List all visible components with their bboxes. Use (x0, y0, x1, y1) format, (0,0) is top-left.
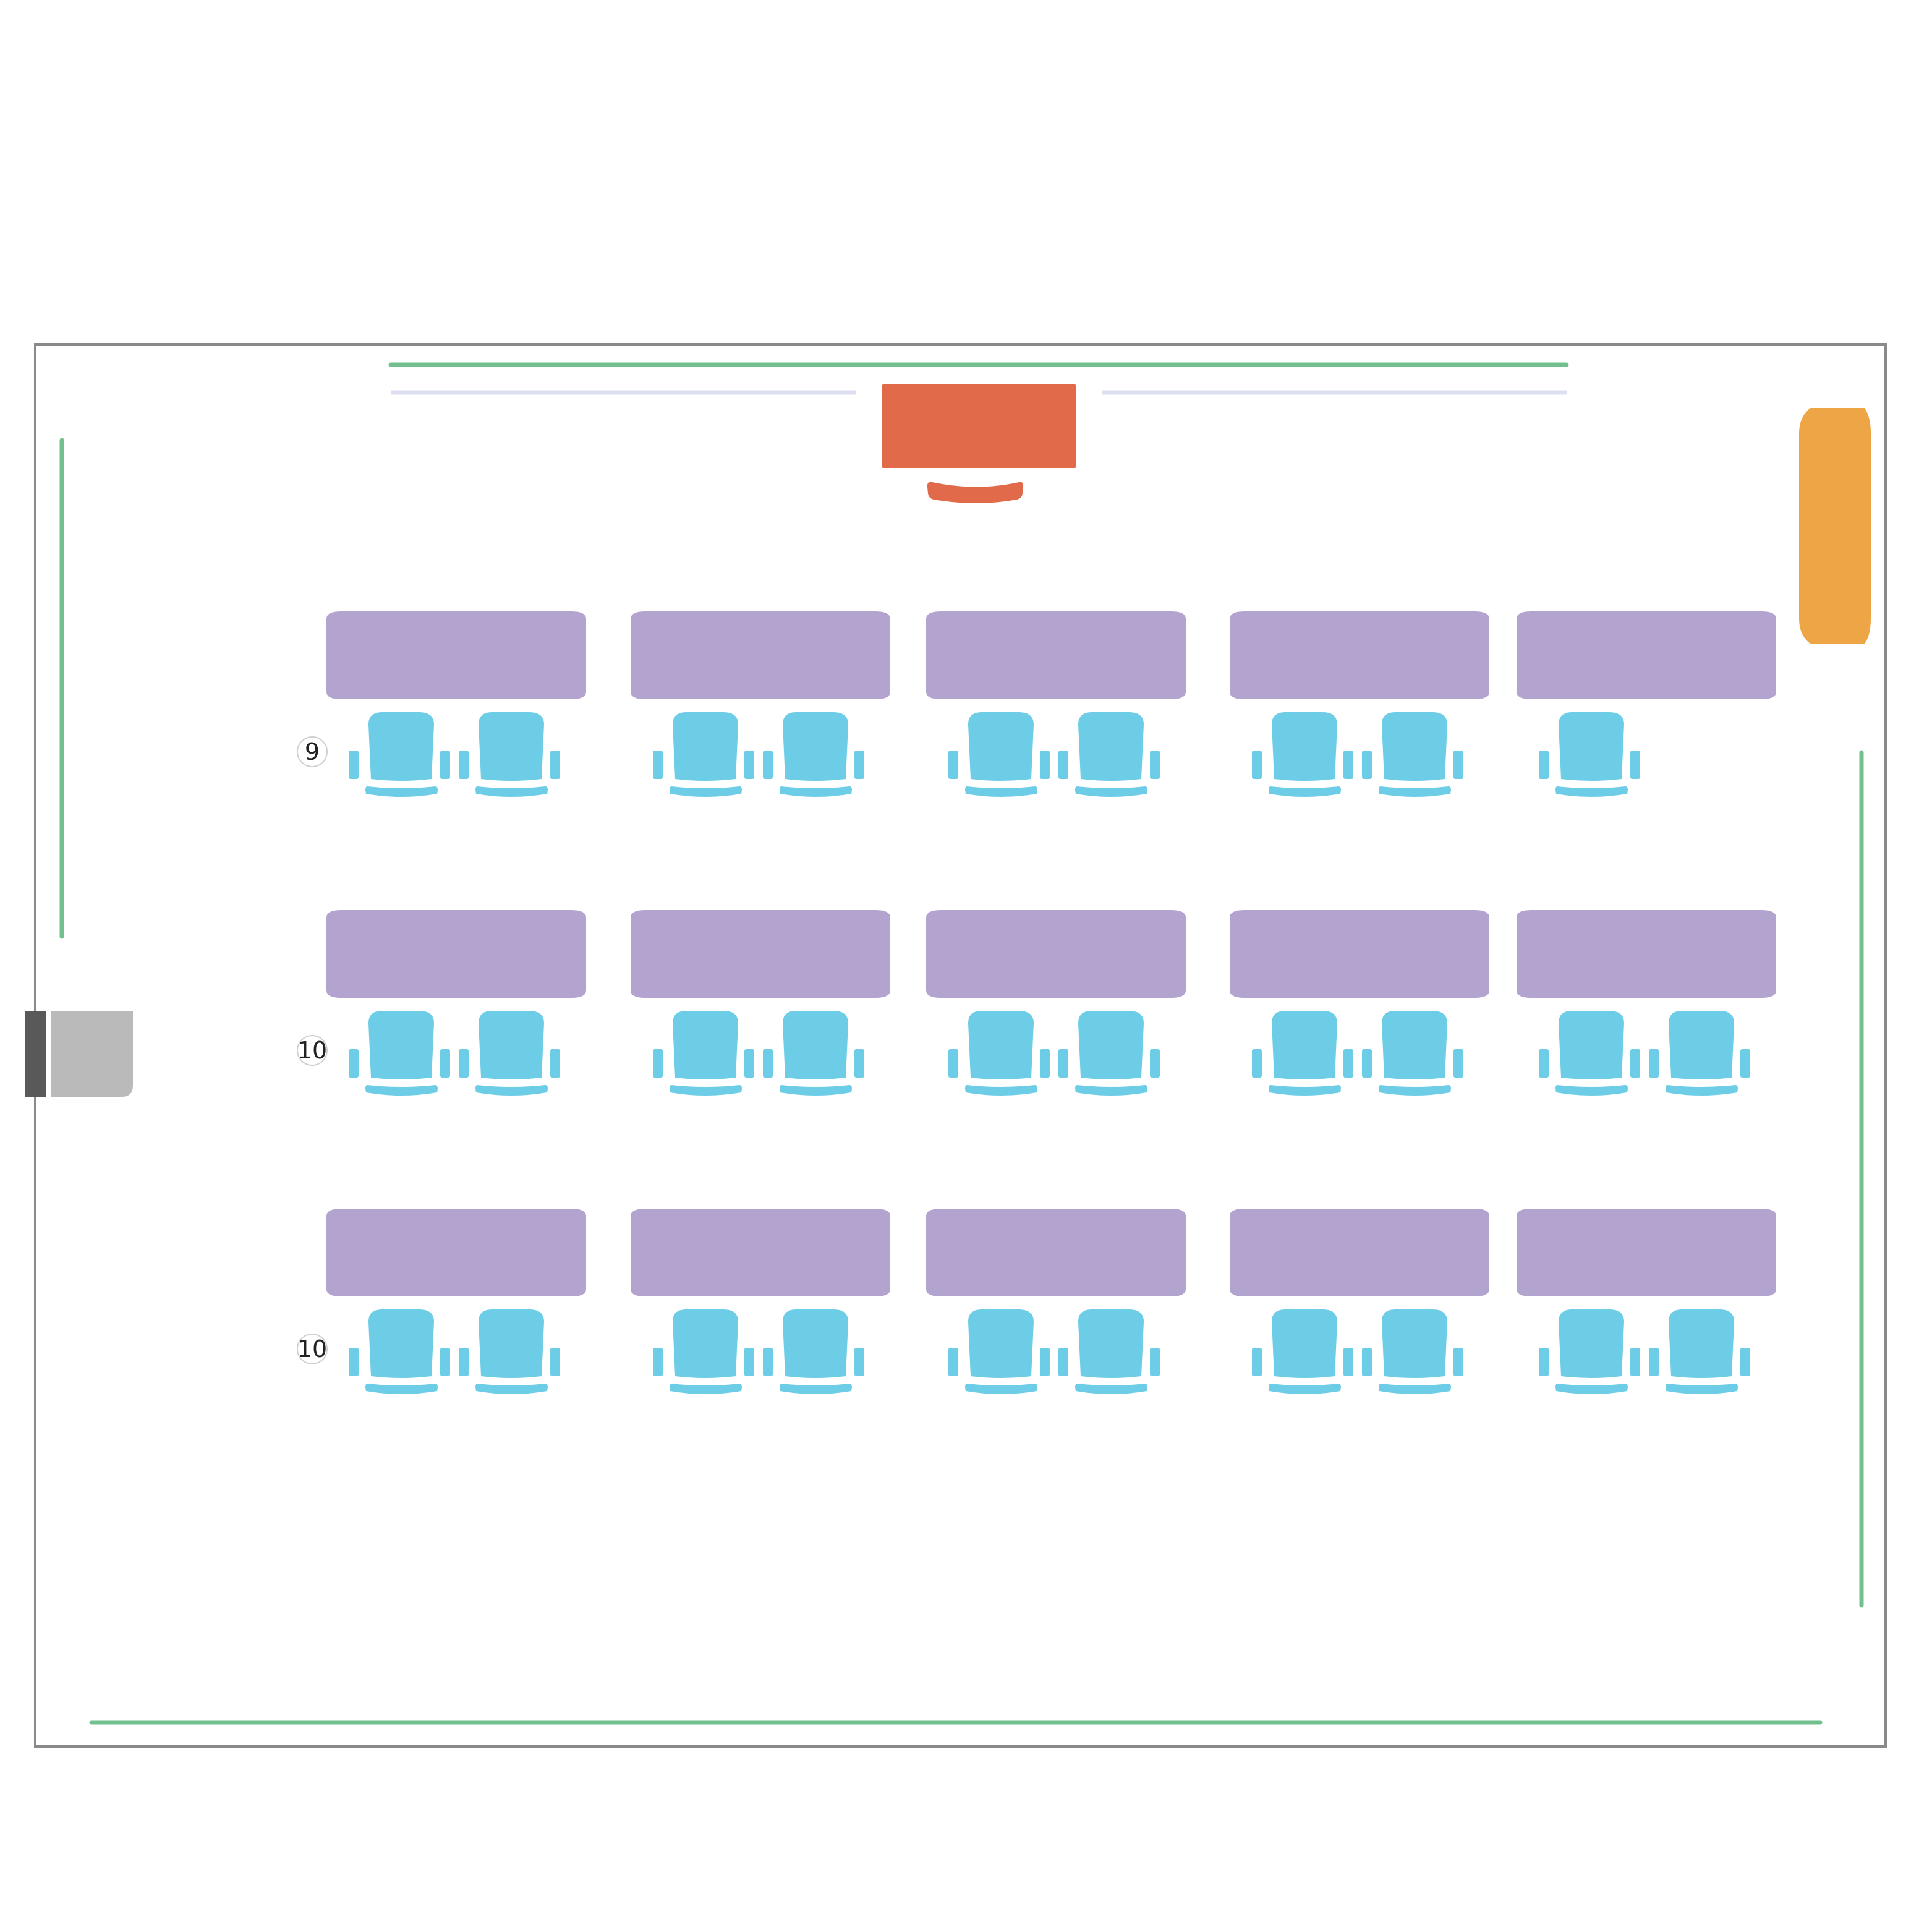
table (926, 1209, 1186, 1296)
table (1230, 1209, 1489, 1296)
chair-icon (1252, 1309, 1353, 1394)
chair-icon (1362, 1011, 1463, 1096)
chair-icon (459, 1011, 560, 1096)
row-label-badge (297, 1334, 328, 1364)
chair-icon (763, 1309, 864, 1394)
lectern-chair (927, 482, 1024, 503)
table (631, 910, 890, 998)
table (631, 611, 890, 699)
table (1230, 910, 1489, 998)
cabinet-icon (1799, 408, 1871, 644)
chair-icon (763, 712, 864, 797)
chair-icon (1649, 1309, 1750, 1394)
table (631, 1209, 890, 1296)
row-label: 9 (305, 738, 320, 765)
chair-icon (1058, 712, 1160, 797)
chair-icon (1649, 1011, 1750, 1096)
row-label-badge (297, 736, 328, 767)
chair-icon (349, 712, 450, 797)
chair-icon (948, 712, 1050, 797)
chair-icon (948, 1011, 1050, 1096)
door-frame (25, 1011, 46, 1097)
chair-icon (763, 1011, 864, 1096)
chair-icon (653, 1309, 754, 1394)
chair-icon (1252, 1011, 1353, 1096)
chair-icon (1539, 1011, 1640, 1096)
seating-area: 9 10 10 (297, 611, 1776, 1394)
row-label: 10 (297, 1037, 327, 1064)
chair-icon (459, 712, 560, 797)
chair-icon (459, 1309, 560, 1394)
table (326, 611, 586, 699)
chair-icon (349, 1309, 450, 1394)
door-icon (51, 1011, 133, 1097)
table (1230, 611, 1489, 699)
row-label-badge (297, 1035, 328, 1066)
table (1517, 910, 1776, 998)
chair-icon (1362, 712, 1463, 797)
table (326, 910, 586, 998)
table (926, 910, 1186, 998)
chair-icon (1058, 1309, 1160, 1394)
table (1517, 611, 1776, 699)
table (1517, 1209, 1776, 1296)
lectern-icon (882, 384, 1076, 468)
chair-icon (1539, 1309, 1640, 1394)
chair-icon (1252, 712, 1353, 797)
table (926, 611, 1186, 699)
row-label: 10 (297, 1335, 327, 1363)
chair-icon (653, 1011, 754, 1096)
chair-icon (1539, 712, 1640, 797)
chair-icon (653, 712, 754, 797)
chair-icon (1362, 1309, 1463, 1394)
table (326, 1209, 586, 1296)
chair-icon (1058, 1011, 1160, 1096)
chair-icon (948, 1309, 1050, 1394)
chair-icon (349, 1011, 450, 1096)
